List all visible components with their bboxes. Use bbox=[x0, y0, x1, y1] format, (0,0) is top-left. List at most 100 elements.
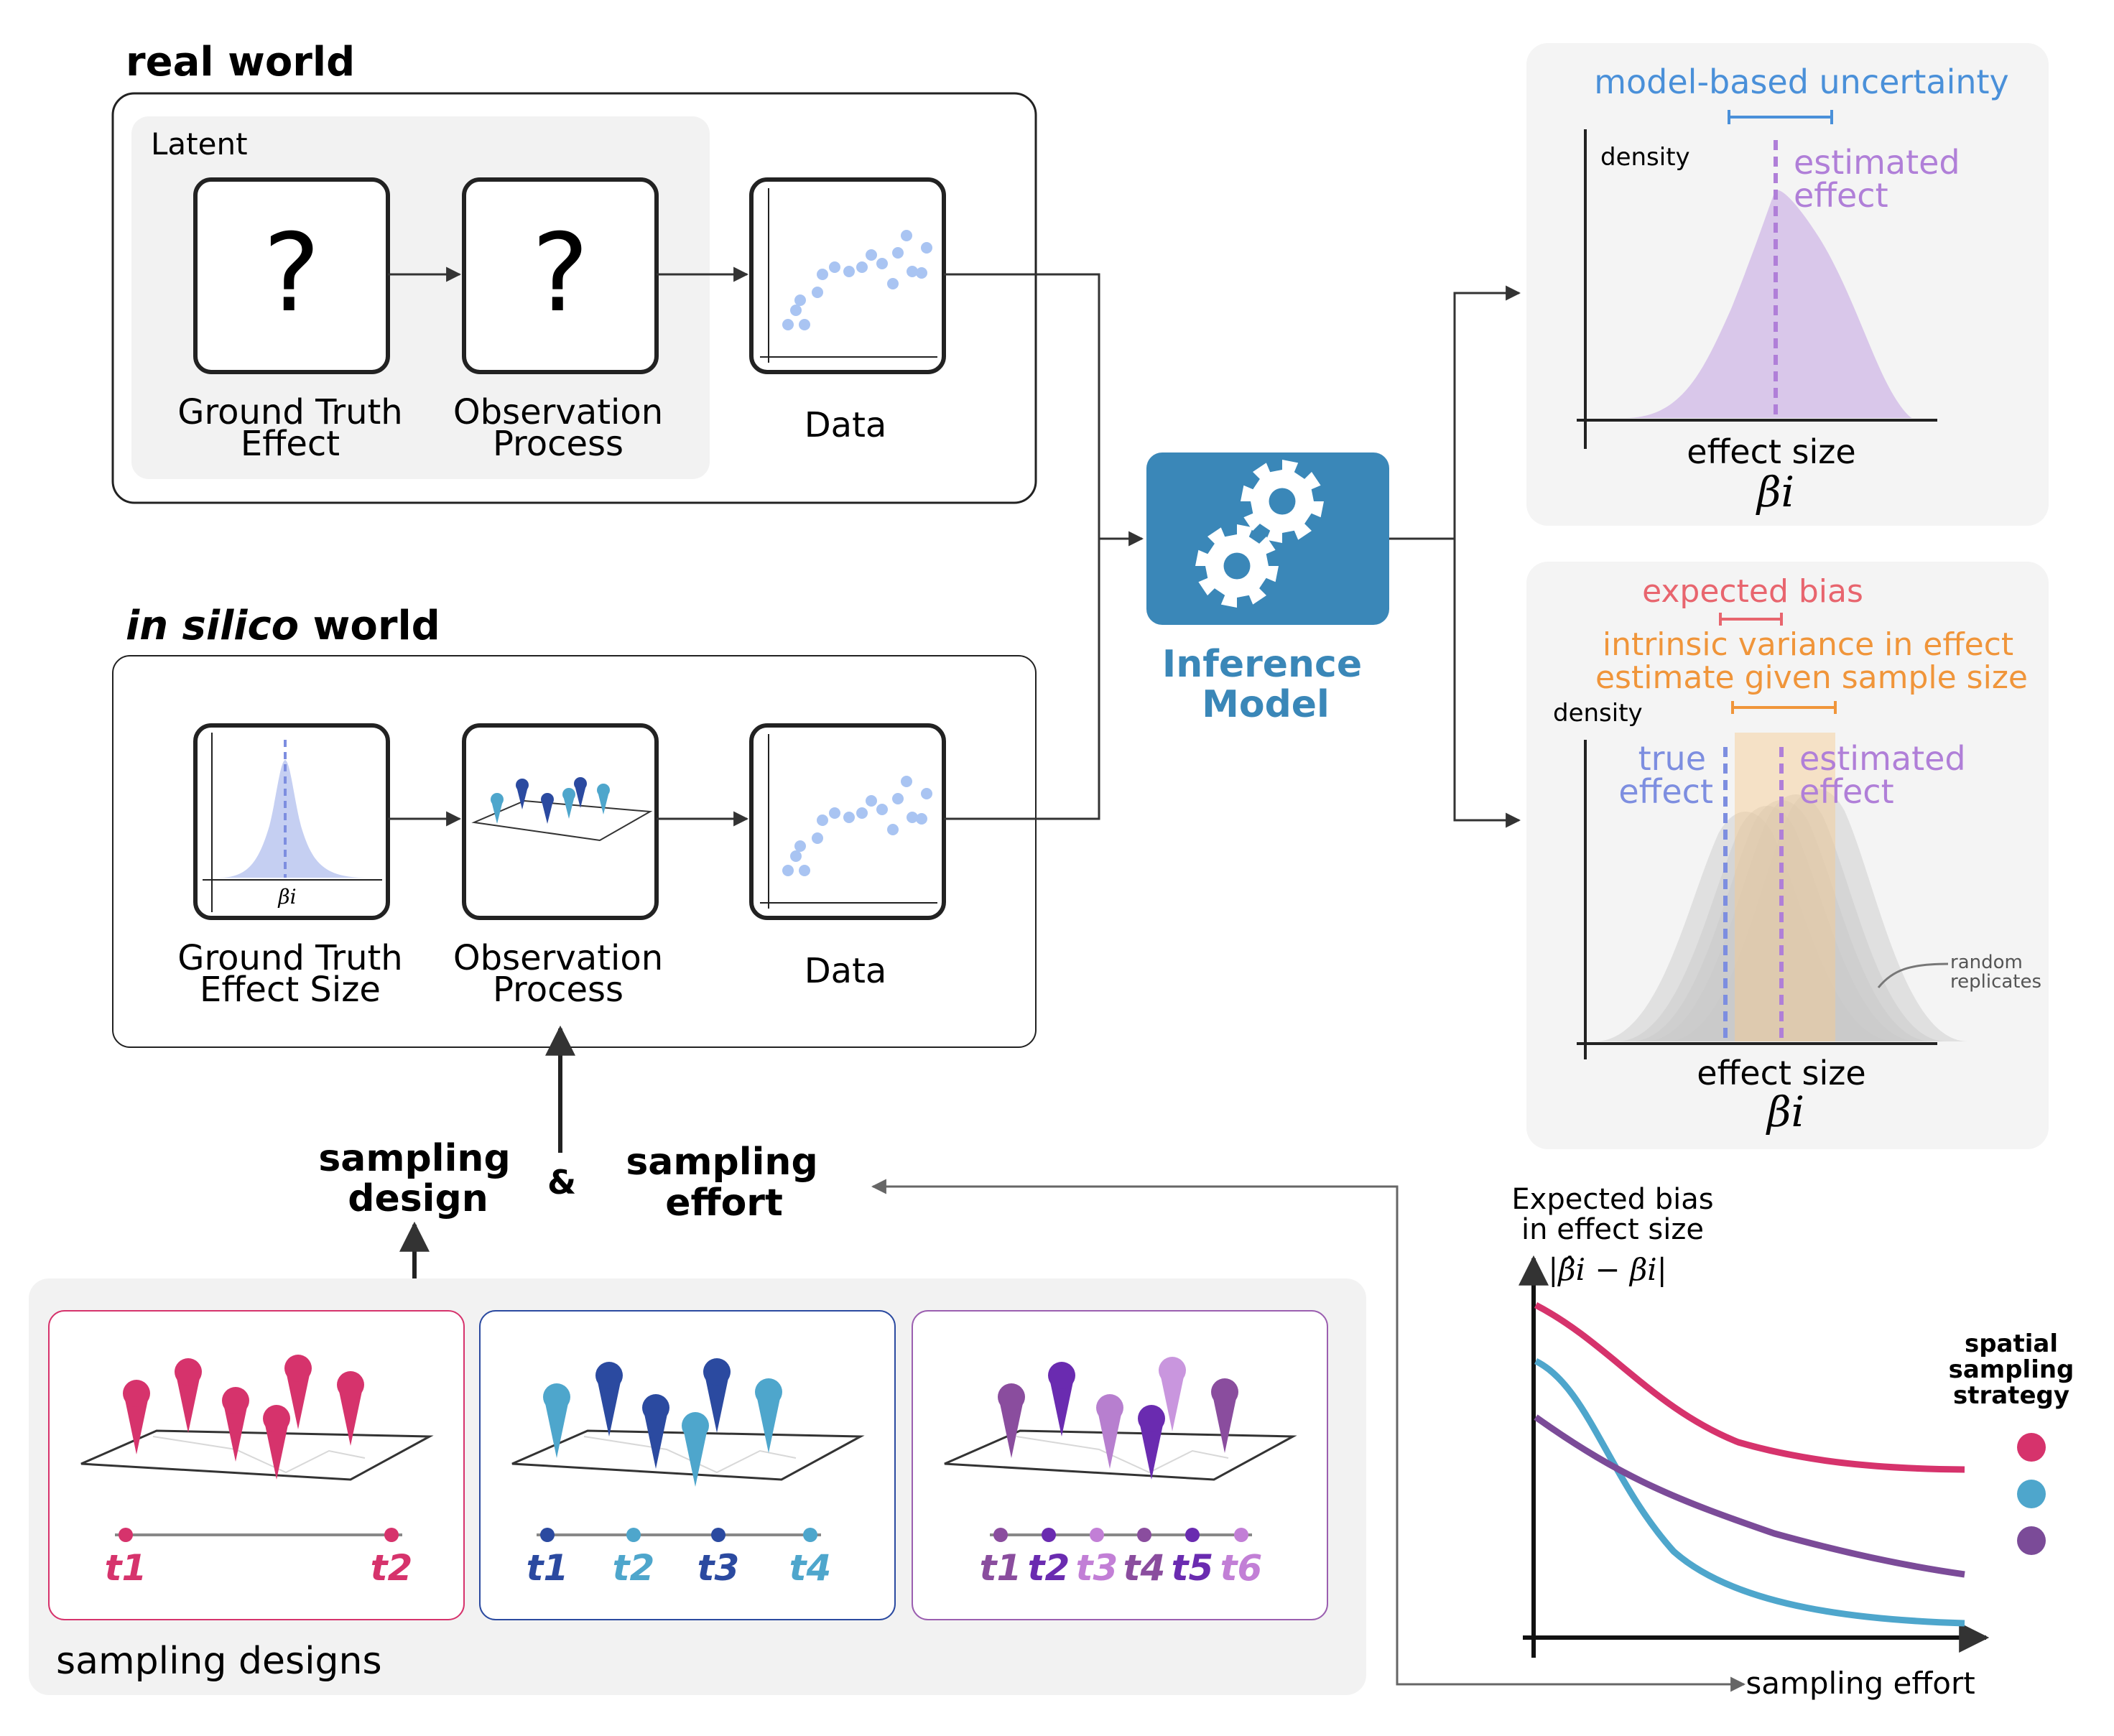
model-uncertainty-title: model-based uncertainty bbox=[1594, 62, 2009, 101]
scatter-point bbox=[843, 812, 855, 823]
scatter-point bbox=[892, 247, 904, 259]
sampling-pin-icon bbox=[597, 1378, 621, 1436]
inference-label-1: Inference bbox=[1162, 643, 1362, 686]
scatter-point bbox=[799, 319, 810, 330]
scatter-point bbox=[887, 278, 899, 289]
variance-label-2: estimate given sample size bbox=[1595, 659, 2028, 696]
sampling-pin-icon bbox=[337, 1371, 364, 1398]
top-density-curve bbox=[1625, 190, 1912, 418]
sampling-pin-icon bbox=[286, 1371, 310, 1429]
sampling-pin-icon bbox=[175, 1358, 202, 1385]
sampling-design-card: t1 t2 t3 t4 bbox=[479, 1310, 896, 1620]
time-point-label: t4 bbox=[789, 1547, 832, 1589]
time-point-marker bbox=[803, 1528, 817, 1542]
sampling-pin-icon bbox=[563, 796, 575, 819]
estimated-label-top-2: effect bbox=[1794, 176, 1888, 215]
sampling-pin-icon bbox=[541, 793, 554, 806]
scatter-point bbox=[892, 793, 904, 804]
time-point-marker bbox=[1042, 1528, 1056, 1542]
estimated-label-bottom-1: estimated bbox=[1799, 739, 1966, 778]
replicates-pointer bbox=[1877, 962, 1949, 988]
sampling-pin-icon bbox=[284, 1355, 312, 1382]
bias-curve-purple bbox=[1534, 1414, 1965, 1578]
variance-band bbox=[1735, 733, 1835, 1041]
scatter-point bbox=[812, 287, 823, 298]
time-point-label: t1 bbox=[527, 1547, 569, 1589]
sampling-pin-icon bbox=[562, 788, 575, 801]
data-label-silico: Data bbox=[805, 951, 887, 991]
estimated-label-top-1: estimated bbox=[1794, 143, 1960, 182]
scatter-point bbox=[921, 242, 932, 254]
scatter-point bbox=[782, 865, 794, 876]
sampling-pin-icon bbox=[756, 1395, 781, 1453]
estimated-label-bottom-2: effect bbox=[1799, 772, 1894, 811]
replicate-curve bbox=[1645, 794, 1947, 1041]
observation-label-1: Observation bbox=[453, 392, 663, 432]
time-point-label: t6 bbox=[1220, 1547, 1263, 1589]
observation-box-silico bbox=[462, 723, 659, 920]
time-point-marker bbox=[1137, 1528, 1151, 1542]
scatter-point bbox=[876, 804, 888, 815]
sampling-pin-icon bbox=[597, 784, 610, 797]
sampling-pin-icon bbox=[544, 1400, 569, 1458]
beta-symbol-bottom: βi bbox=[1766, 1087, 1804, 1136]
sampling-pin-icon bbox=[574, 777, 587, 790]
ground-truth-label-1: Ground Truth bbox=[177, 392, 402, 432]
bias-bracket bbox=[1719, 613, 1783, 626]
scatter-point bbox=[916, 813, 927, 825]
sampling-effort-label-2: effort bbox=[665, 1182, 783, 1225]
replicates-label-1: random bbox=[1950, 952, 2023, 973]
uncertainty-bracket bbox=[1728, 110, 1833, 124]
ground-truth-density bbox=[219, 760, 366, 878]
sampling-pin-icon bbox=[223, 1403, 248, 1462]
sampling-pin-icon bbox=[1211, 1378, 1238, 1406]
sampling-pin-icon bbox=[338, 1388, 363, 1446]
bias-curve-blue bbox=[1534, 1357, 1965, 1627]
sampling-pin-icon bbox=[1138, 1405, 1165, 1432]
scatter-point bbox=[856, 261, 868, 273]
legend-title-1: spatial bbox=[1965, 1329, 2058, 1358]
sampling-pin-icon bbox=[222, 1387, 249, 1414]
sampling-pin-icon bbox=[491, 793, 504, 806]
sampling-pin-icon bbox=[755, 1378, 782, 1406]
time-point-marker bbox=[119, 1528, 133, 1542]
true-effect-label-2: effect bbox=[1618, 772, 1713, 811]
effect-size-label-top: effect size bbox=[1687, 432, 1855, 471]
scatter-point bbox=[829, 807, 840, 819]
question-mark-2: ? bbox=[532, 211, 589, 336]
sampling-pin-icon bbox=[1139, 1421, 1164, 1480]
bias-chart-xlabel: sampling effort bbox=[1746, 1666, 1975, 1701]
scatter-point bbox=[916, 267, 927, 279]
bias-illustration-panel bbox=[1526, 562, 2049, 1149]
random-replicate-curves bbox=[1595, 789, 1968, 1041]
beta-symbol-top: βi bbox=[1756, 468, 1794, 516]
sampling-pin-icon bbox=[1098, 1411, 1122, 1469]
observation-label-silico-2: Process bbox=[493, 970, 623, 1010]
time-point-label: t5 bbox=[1172, 1547, 1214, 1589]
sampling-pin-icon bbox=[516, 779, 529, 792]
scatter-point bbox=[901, 230, 912, 241]
sampling-pin-icon bbox=[642, 1394, 669, 1421]
variance-bracket bbox=[1731, 701, 1837, 714]
observation-box bbox=[462, 177, 659, 374]
legend-dot-purple bbox=[2017, 1526, 2046, 1555]
sampling-pin-icon bbox=[1160, 1373, 1185, 1431]
sampling-pin-icon bbox=[595, 1362, 623, 1389]
effect-size-label-bottom: effect size bbox=[1697, 1054, 1865, 1092]
time-point-marker bbox=[993, 1528, 1008, 1542]
question-mark-1: ? bbox=[263, 211, 320, 336]
density-label-bottom: density bbox=[1553, 699, 1643, 728]
scatter-point bbox=[829, 261, 840, 273]
time-point-marker bbox=[384, 1528, 399, 1542]
data-label-real: Data bbox=[805, 405, 887, 445]
time-point-label: t3 bbox=[697, 1547, 740, 1589]
sampling-pin-icon bbox=[124, 1396, 149, 1454]
time-point-marker bbox=[1185, 1528, 1200, 1542]
scatter-point bbox=[790, 305, 802, 316]
time-point-label: t2 bbox=[613, 1547, 655, 1589]
sampling-pin-icon bbox=[264, 1421, 289, 1480]
bias-chart-formula: |β̂i − βi| bbox=[1548, 1252, 1667, 1287]
scatter-point bbox=[866, 795, 877, 807]
